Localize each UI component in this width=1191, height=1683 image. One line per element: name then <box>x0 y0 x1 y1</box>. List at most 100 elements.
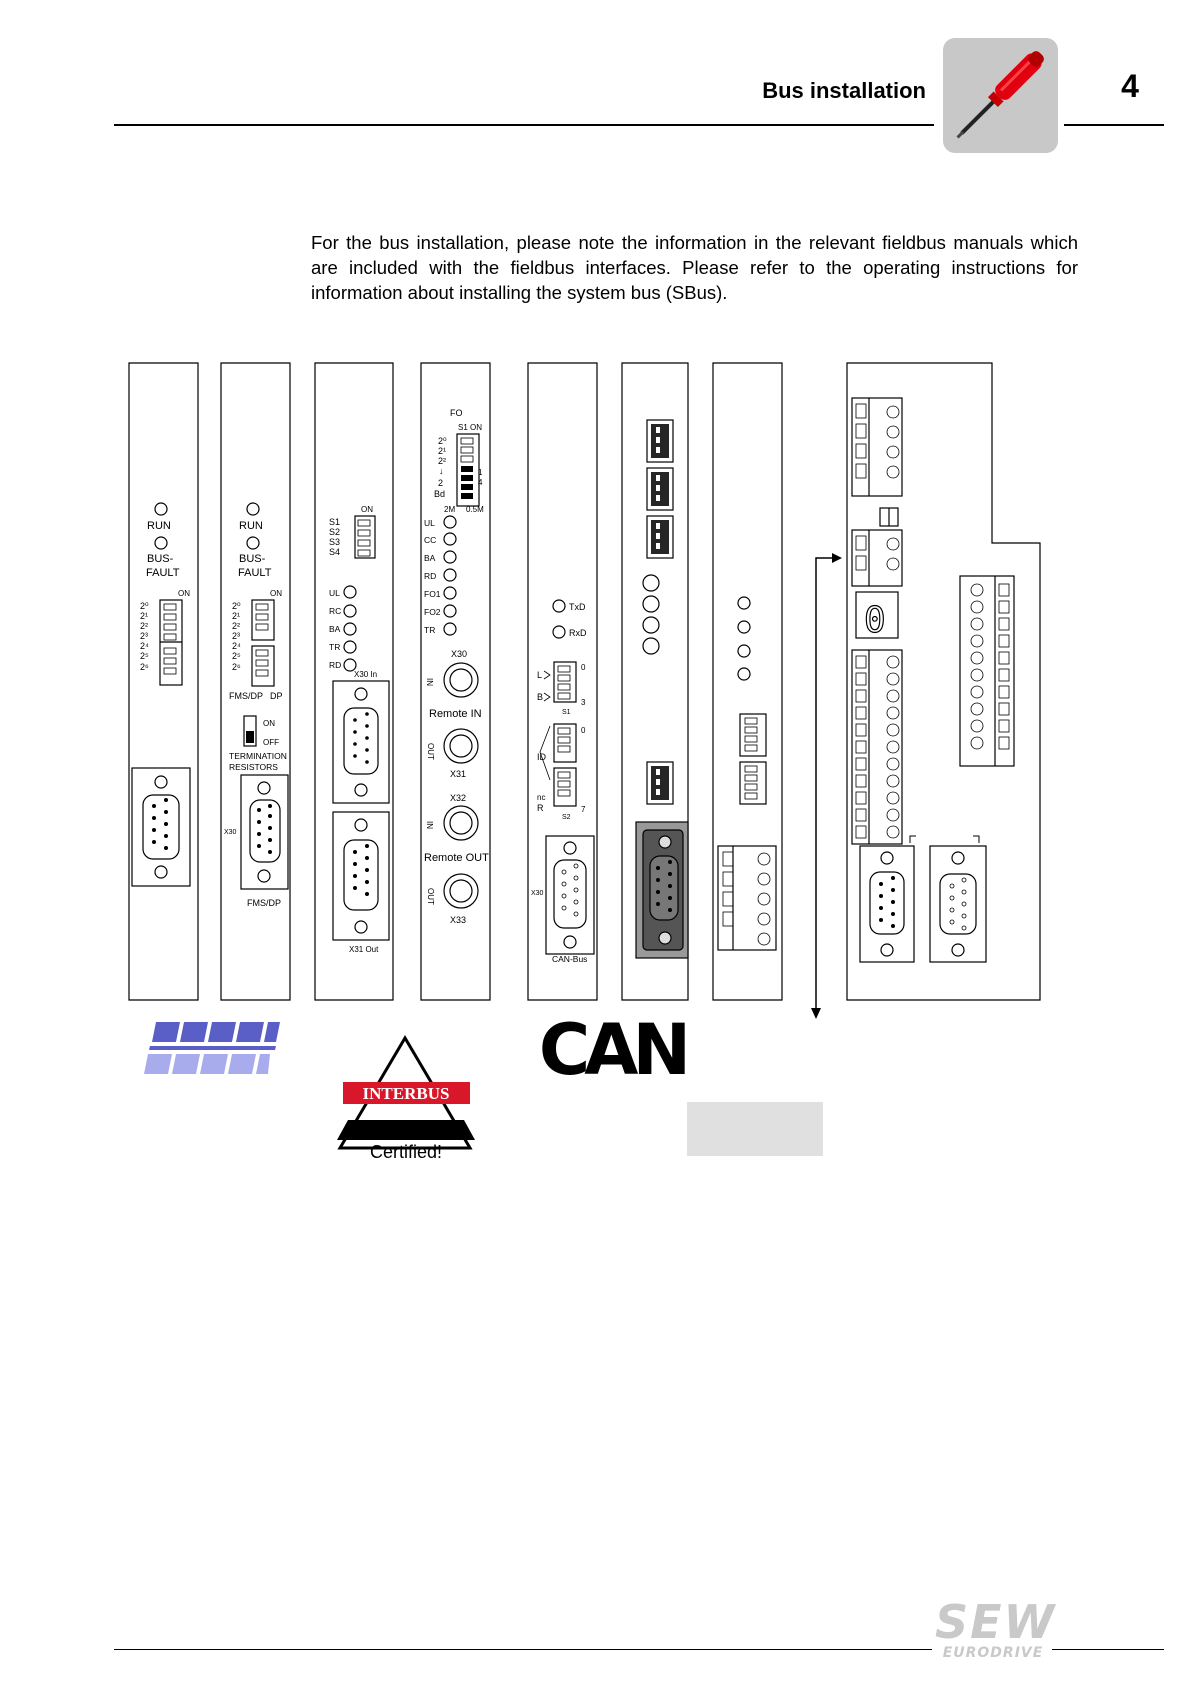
led-fo1: FO1 <box>424 589 441 599</box>
label-on: ON <box>270 589 282 598</box>
label-dp: DP <box>270 691 283 701</box>
brand-sub: EURODRIVE <box>942 1645 1044 1661</box>
label-rxd: RxD <box>569 628 587 638</box>
label-x32: X32 <box>450 793 466 803</box>
label-resistors: RESISTORS <box>229 762 278 772</box>
dip-bit-4: 2⁴ <box>232 641 241 651</box>
label-termination: TERMINATION <box>229 751 287 761</box>
card-6 <box>621 362 689 1001</box>
led-ba: BA <box>424 553 436 563</box>
label-05m: 0.5M <box>466 505 484 514</box>
label-remote-out: Remote OUT <box>424 852 489 864</box>
card-8: 0 <box>846 362 1041 1001</box>
section-title: Bus installation <box>762 78 926 103</box>
label-txd: TxD <box>569 602 586 612</box>
can-logo: CAN <box>539 1009 692 1091</box>
label-s1: S1 <box>562 709 571 716</box>
led-ul: UL <box>424 518 435 528</box>
label-in: IN <box>425 678 434 686</box>
label-s2: S2 <box>562 814 571 821</box>
screwdriver-icon <box>956 51 1044 139</box>
led-cc: CC <box>424 535 436 545</box>
interbus-logo: INTERBUS Certified! <box>337 1035 475 1162</box>
bit-n: 2 <box>438 478 443 488</box>
label-x33: X33 <box>450 915 466 925</box>
intro-paragraph: For the bus installation, please note th… <box>311 232 1078 303</box>
profibus-logo <box>144 1022 280 1074</box>
label-fault: FAULT <box>238 567 272 579</box>
label-fms-dp-bottom: FMS/DP <box>247 898 281 908</box>
label-out-2: OUT <box>426 888 435 905</box>
led-ul: UL <box>329 588 340 598</box>
bit-1: 2¹ <box>438 446 446 456</box>
bit-0: 2⁰ <box>438 436 447 446</box>
arrow: ↓ <box>439 466 444 476</box>
label-b: B <box>537 692 543 702</box>
label-in-2: IN <box>425 821 434 829</box>
chapter-icon-box <box>943 38 1058 153</box>
card-7 <box>712 362 783 1001</box>
seven-seg-display: 0 <box>864 600 886 641</box>
s1-num-1: 1 <box>478 468 483 477</box>
label-x30: X30 <box>224 829 237 836</box>
label-run: RUN <box>239 520 263 532</box>
switch-s2: S2 <box>329 527 340 537</box>
bit-2: 2² <box>438 456 446 466</box>
dip-bit-4: 2⁴ <box>140 641 149 651</box>
dip-bit-3: 2³ <box>232 631 240 641</box>
card-profibus-fms: RUN BUS- FAULT ON 2⁰ 2¹ 2² 2³ 2⁴ 2⁵ 2⁶ <box>128 362 199 1001</box>
label-fault: FAULT <box>146 567 180 579</box>
can-word: CAN <box>539 1009 686 1091</box>
dip-bit-6: 2⁶ <box>232 662 241 672</box>
led-rd: RD <box>424 571 436 581</box>
label-s1-on: S1 ON <box>458 423 482 432</box>
card-interbus-fo: FO S1 ON 2⁰ 2¹ 2² ↓ 2 Bd 1 4 2M 0.5M UL … <box>420 362 491 1001</box>
label-fo: FO <box>450 408 463 418</box>
dip-bit-2: 2² <box>232 621 240 631</box>
label-on: ON <box>178 589 190 598</box>
chapter-number: 4 <box>1121 68 1139 104</box>
led-rd: RD <box>329 660 341 670</box>
connector-arrow <box>811 553 842 1019</box>
n7: 7 <box>581 805 586 814</box>
n3: 3 <box>581 698 586 707</box>
led-ba: BA <box>329 624 341 634</box>
label-r: R <box>537 803 544 813</box>
placeholder-gray-box <box>687 1102 823 1156</box>
label-x30: X30 <box>531 890 544 897</box>
label-run: RUN <box>147 520 171 532</box>
label-x31: X31 <box>450 769 466 779</box>
n0a: 0 <box>581 663 586 672</box>
dip-bit-3: 2³ <box>140 631 148 641</box>
label-bd: Bd <box>434 489 445 499</box>
sew-eurodrive-logo: SEW EURODRIVE <box>935 1595 1057 1661</box>
label-bus: BUS- <box>147 553 174 565</box>
label-remote-in: Remote IN <box>429 708 482 720</box>
certified-text: Certified! <box>370 1142 442 1162</box>
card-profibus-dp: RUN BUS- FAULT ON 2⁰ 2¹ 2² 2³ 2⁴ 2⁵ 2⁶ F… <box>220 362 291 1001</box>
card-interbus-cu: ON S1 S2 S3 S4 UL RC BA TR RD X30 In X31… <box>314 362 394 1001</box>
dip-bit-5: 2⁵ <box>140 651 149 661</box>
switch-s4: S4 <box>329 547 340 557</box>
label-id: ID <box>537 752 547 762</box>
n0b: 0 <box>581 726 586 735</box>
label-bus: BUS- <box>239 553 266 565</box>
dip-bit-1: 2¹ <box>140 611 148 621</box>
dip-bit-0: 2⁰ <box>140 601 149 611</box>
led-tr: TR <box>424 625 435 635</box>
label-on: ON <box>361 505 373 514</box>
label-l: L <box>537 670 542 680</box>
dip-bit-2: 2² <box>140 621 148 631</box>
label-nc: nc <box>537 793 545 802</box>
switch-s1: S1 <box>329 517 340 527</box>
label-x30: X30 <box>451 649 467 659</box>
dip-bit-0: 2⁰ <box>232 601 241 611</box>
led-fo2: FO2 <box>424 607 441 617</box>
brand-main: SEW <box>935 1595 1057 1649</box>
footer-rule-right <box>1052 1649 1164 1650</box>
card-can: TxD RxD L B 0 3 S1 ID nc R 0 7 S2 <box>527 362 598 1001</box>
label-canbus: CAN-Bus <box>552 954 587 964</box>
dip-bit-5: 2⁵ <box>232 651 241 661</box>
led-rc: RC <box>329 606 341 616</box>
